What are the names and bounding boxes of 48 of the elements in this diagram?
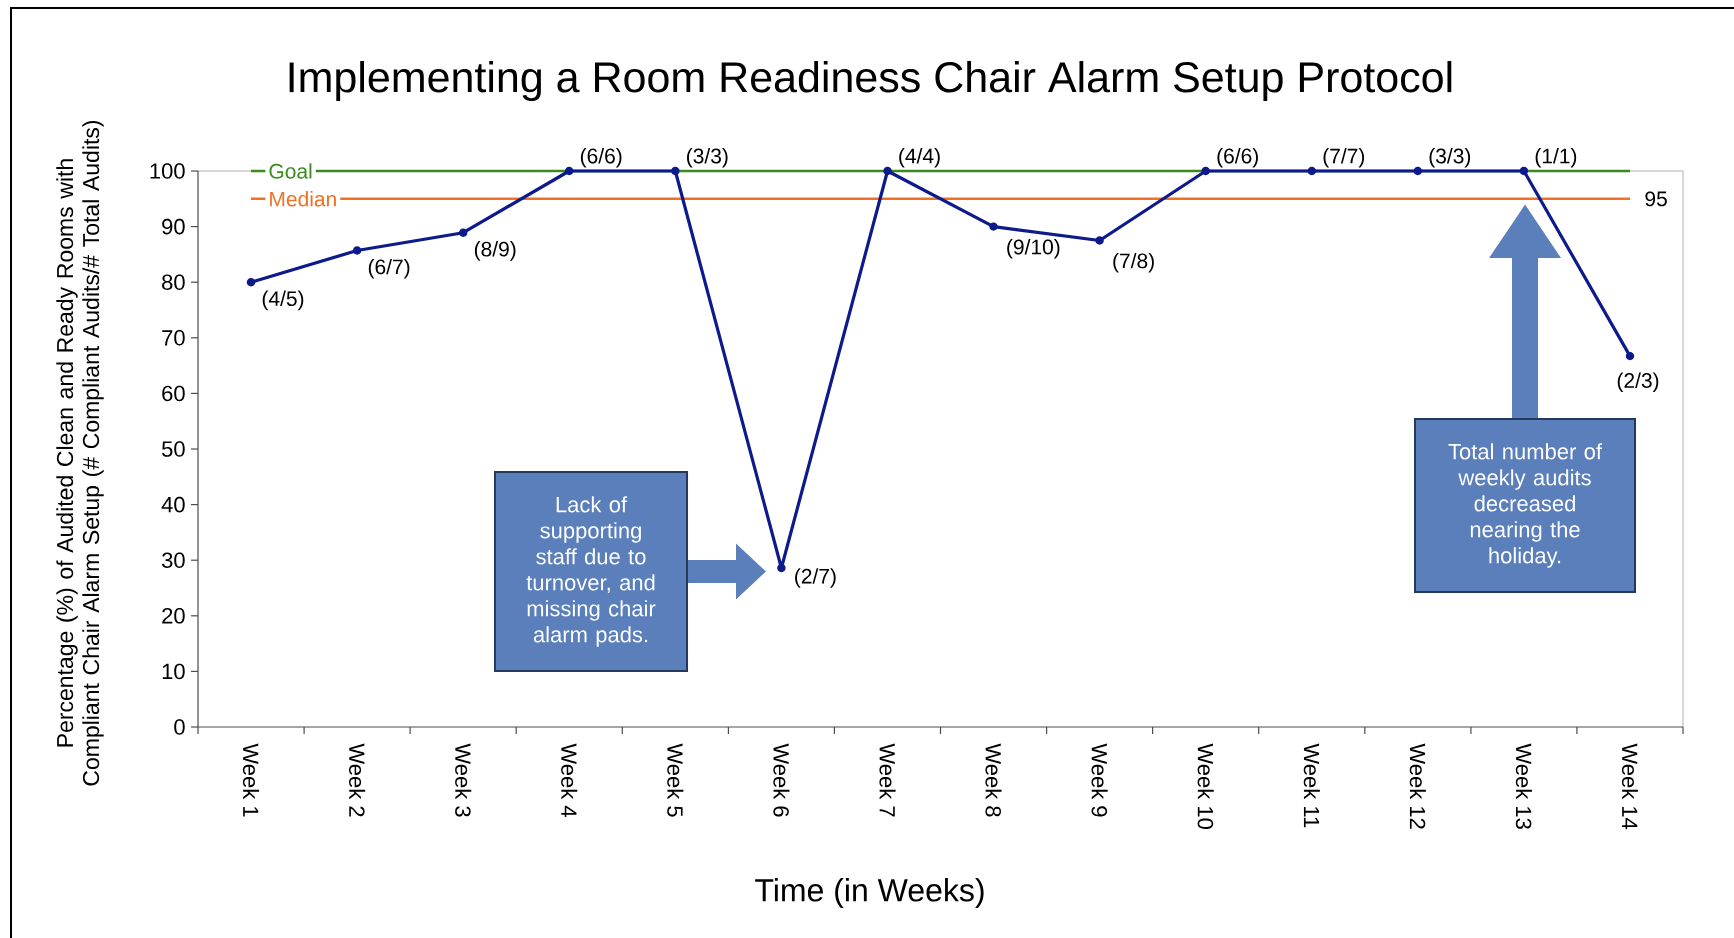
tick-label: 100 [150, 163, 185, 179]
tick-label: 30 [162, 552, 185, 568]
series-label: Median [270, 191, 336, 207]
tick-label: Week 3 [455, 743, 472, 817]
tick-label: Week 9 [1091, 743, 1108, 817]
axis-title: Percentage (%) of Audited Clean and Ready Rooms with Compliant Chair Alarm Setup (# Compliant Audits/# Total Audits) [56, 120, 104, 786]
tick-label: 10 [162, 663, 185, 680]
tick-label: Week 5 [667, 743, 684, 817]
callout-box: Lack of supporting staff due to turnover, and missing chair alarm pads. [494, 471, 688, 672]
data-label: (1/1) [1535, 148, 1577, 168]
tick-label: 70 [162, 330, 185, 346]
axis-title: Time (in Weeks) [755, 878, 984, 908]
data-label: (4/5) [262, 290, 304, 311]
data-label: (8/9) [474, 241, 516, 261]
data-label: (4/4) [899, 148, 940, 168]
data-label: (2/3) [1617, 372, 1659, 393]
chart-title: Implementing a Room Readiness Chair Alarm Setup Protocol [289, 60, 1452, 102]
data-label: (3/3) [687, 148, 728, 168]
tick-label: 80 [162, 274, 185, 290]
tick-label: 60 [162, 385, 185, 402]
tick-label: Week 6 [773, 743, 790, 817]
tick-label: Week 10 [1197, 743, 1214, 829]
data-label: (6/7) [368, 258, 410, 279]
tick-label: Week 7 [879, 743, 896, 817]
data-label: (6/6) [1217, 148, 1258, 168]
tick-label: Week 14 [1621, 743, 1639, 830]
tick-label: Week 8 [985, 743, 1002, 817]
data-label: (2/7) [795, 568, 836, 588]
tick-label: Week 12 [1409, 743, 1426, 829]
tick-label: 20 [162, 608, 185, 624]
line-label: Goal [265, 160, 316, 182]
tick-label: Week 1 [242, 743, 260, 817]
data-label: (6/6) [580, 148, 622, 168]
data-label: (3/3) [1429, 148, 1471, 168]
data-label: (7/8) [1113, 252, 1154, 273]
line-label: Median [265, 188, 341, 210]
tick-label: Week 11 [1303, 743, 1320, 828]
data-label: (9/10) [1007, 239, 1060, 259]
tick-label: 0 [174, 719, 185, 735]
tick-label: Week 4 [561, 743, 578, 817]
tick-label: 90 [162, 218, 185, 235]
value-label: 95 [1645, 191, 1667, 207]
tick-label: Week 2 [349, 743, 366, 817]
tick-label: 50 [162, 441, 185, 457]
tick-label: 40 [161, 496, 185, 513]
data-label: (7/7) [1323, 148, 1365, 168]
callout-box: Total number of weekly audits decreased nearing the holiday. [1414, 418, 1636, 593]
tick-label: Week 13 [1515, 743, 1532, 829]
